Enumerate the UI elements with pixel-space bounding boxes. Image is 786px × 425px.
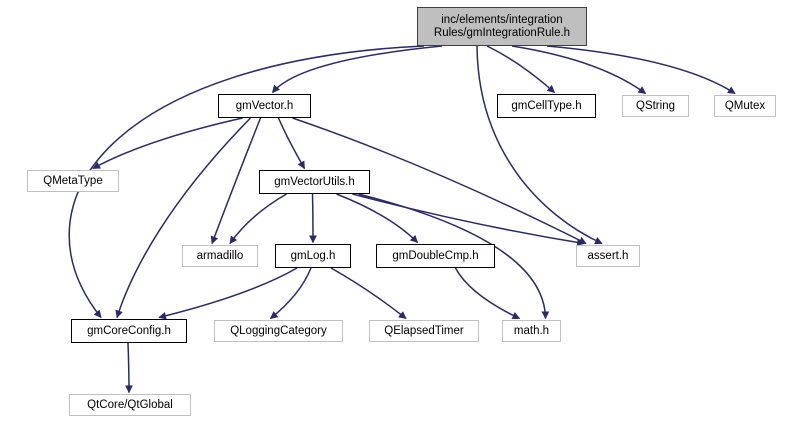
graph-node-gmCoreConfig[interactable]: gmCoreConfig.h [71,319,187,343]
edge-gmVector-to-QMetaType [92,117,243,170]
graph-node-armadillo[interactable]: armadillo [182,245,258,267]
graph-node-QElapsedTimer[interactable]: QElapsedTimer [369,320,479,342]
edge-gmVectorUtils-to-assert [352,193,585,247]
edge-root-to-QMutex [546,45,736,95]
edge-root-to-QString [511,45,647,95]
graph-node-root[interactable]: inc/elements/integration Rules/gmIntegra… [417,7,587,46]
edge-gmVector-to-armadillo [210,117,262,245]
edge-gmVectorUtils-to-armadillo [229,193,287,245]
graph-node-gmVector[interactable]: gmVector.h [218,94,311,118]
edge-root-to-gmVector [271,45,443,94]
edge-gmVector-to-gmCoreConfig [115,117,252,319]
graph-node-gmLog[interactable]: gmLog.h [275,244,351,268]
graph-node-QString[interactable]: QString [622,95,689,117]
edge-gmVectorUtils-to-gmDoubleCmp [336,193,419,244]
edge-gmDoubleCmp-to-math [454,267,521,320]
graph-node-gmDoubleCmp[interactable]: gmDoubleCmp.h [376,244,495,268]
graph-node-QMetaType[interactable]: QMetaType [27,170,119,192]
edge-gmLog-to-gmCoreConfig [158,267,298,320]
edge-root-to-assert [476,45,603,245]
graph-node-gmCellType[interactable]: gmCellType.h [497,94,596,118]
graph-node-math[interactable]: math.h [502,320,561,342]
edge-root-to-gmCellType [486,45,556,94]
edge-root-to-gmCoreConfig [68,45,425,319]
edge-gmCoreConfig-to-QtCore [125,342,133,394]
graph-node-QtCore[interactable]: QtCore/QtGlobal [69,394,191,416]
edge-gmVectorUtils-to-math [358,193,550,320]
edge-gmLog-to-QElapsedTimer [330,267,407,320]
graph-node-assert[interactable]: assert.h [576,245,640,267]
edge-gmVector-to-gmVectorUtils [277,117,306,170]
edge-gmVector-to-assert [292,117,587,245]
graph-node-gmVectorUtils[interactable]: gmVectorUtils.h [259,170,370,194]
edge-gmVectorUtils-to-gmLog [309,193,317,244]
graph-node-QLoggingCategory[interactable]: QLoggingCategory [214,320,343,342]
edge-gmLog-to-QLoggingCategory [269,267,312,320]
graph-node-QMutex[interactable]: QMutex [714,95,776,117]
